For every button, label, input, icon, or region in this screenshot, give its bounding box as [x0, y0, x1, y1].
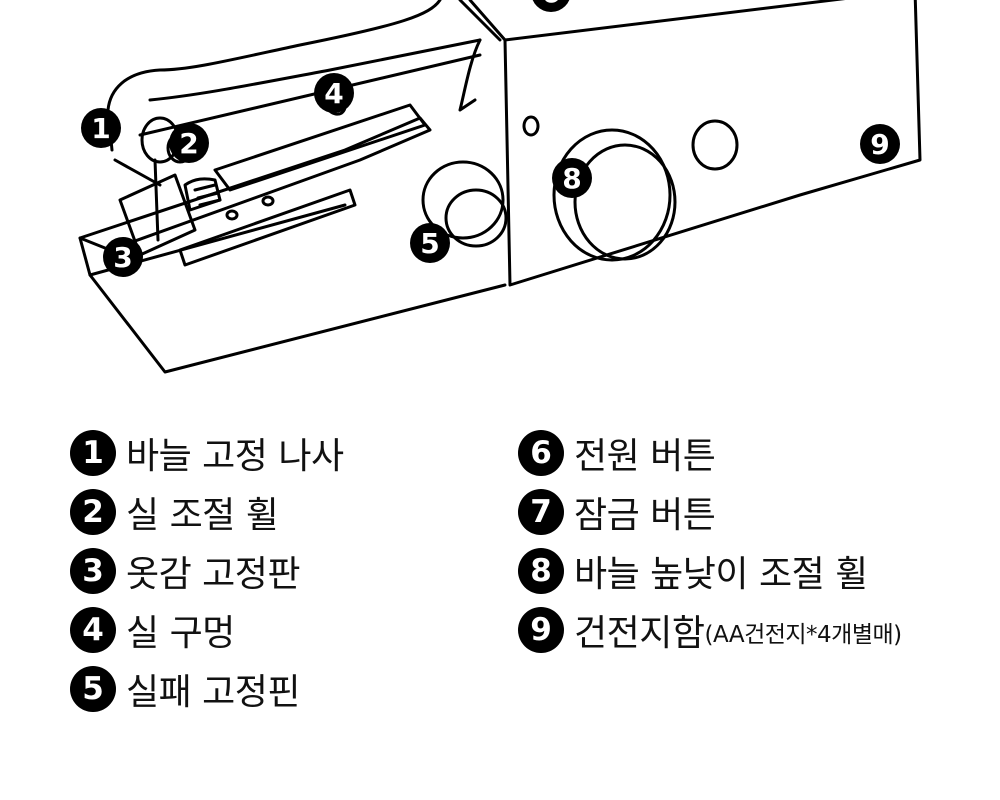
number-badge: 4	[70, 607, 116, 653]
legend-label: 실 조절 휠	[126, 495, 279, 536]
svg-text:2: 2	[179, 127, 198, 160]
svg-text:3: 3	[113, 241, 132, 274]
sewing-machine-diagram: 1 2 3 4 5 6 8 9	[78, 0, 922, 374]
svg-text:6: 6	[541, 0, 560, 9]
number-badge: 3	[70, 548, 116, 594]
callout-9: 9	[860, 124, 900, 164]
callout-6: 6	[532, 0, 570, 12]
svg-text:9: 9	[870, 128, 889, 161]
number-badge: 9	[518, 607, 564, 653]
callout-8: 8	[552, 158, 592, 198]
legend-label: 바늘 높낮이 조절 휠	[574, 554, 868, 595]
number-badge: 1	[70, 430, 116, 476]
callout-2: 2	[169, 123, 209, 163]
callout-3: 3	[103, 237, 143, 277]
legend-item-4: 4 실 구멍	[70, 605, 235, 655]
legend-item-3: 3 옷감 고정판	[70, 546, 301, 596]
legend-item-9: 9 건전지함 (AA건전지*4개별매)	[518, 605, 902, 655]
legend-label: 건전지함	[574, 613, 705, 654]
callout-5: 5	[410, 223, 450, 263]
sewing-machine-outline	[78, 0, 922, 374]
legend-label: 옷감 고정판	[126, 554, 301, 595]
legend-item-1: 1 바늘 고정 나사	[70, 428, 344, 478]
callout-1: 1	[81, 108, 121, 148]
legend-label: 바늘 고정 나사	[126, 436, 344, 477]
svg-text:5: 5	[420, 227, 439, 260]
callout-4: 4	[314, 73, 354, 113]
legend-item-6: 6 전원 버튼	[518, 428, 716, 478]
number-badge: 2	[70, 489, 116, 535]
svg-text:4: 4	[324, 77, 343, 110]
number-badge: 7	[518, 489, 564, 535]
legend-label: 잠금 버튼	[574, 495, 716, 536]
number-badge: 8	[518, 548, 564, 594]
legend-label: 실패 고정핀	[126, 672, 301, 713]
legend-label: 실 구멍	[126, 613, 235, 654]
number-badge: 5	[70, 666, 116, 712]
legend-item-2: 2 실 조절 휠	[70, 487, 279, 537]
number-badge: 6	[518, 430, 564, 476]
legend-note: (AA건전지*4개별매)	[704, 622, 902, 648]
legend-item-8: 8 바늘 높낮이 조절 휠	[518, 546, 868, 596]
legend-label: 전원 버튼	[574, 436, 716, 477]
svg-text:1: 1	[91, 112, 110, 145]
svg-text:8: 8	[562, 162, 581, 195]
legend-item-7: 7 잠금 버튼	[518, 487, 716, 537]
legend-item-5: 5 실패 고정핀	[70, 664, 301, 714]
